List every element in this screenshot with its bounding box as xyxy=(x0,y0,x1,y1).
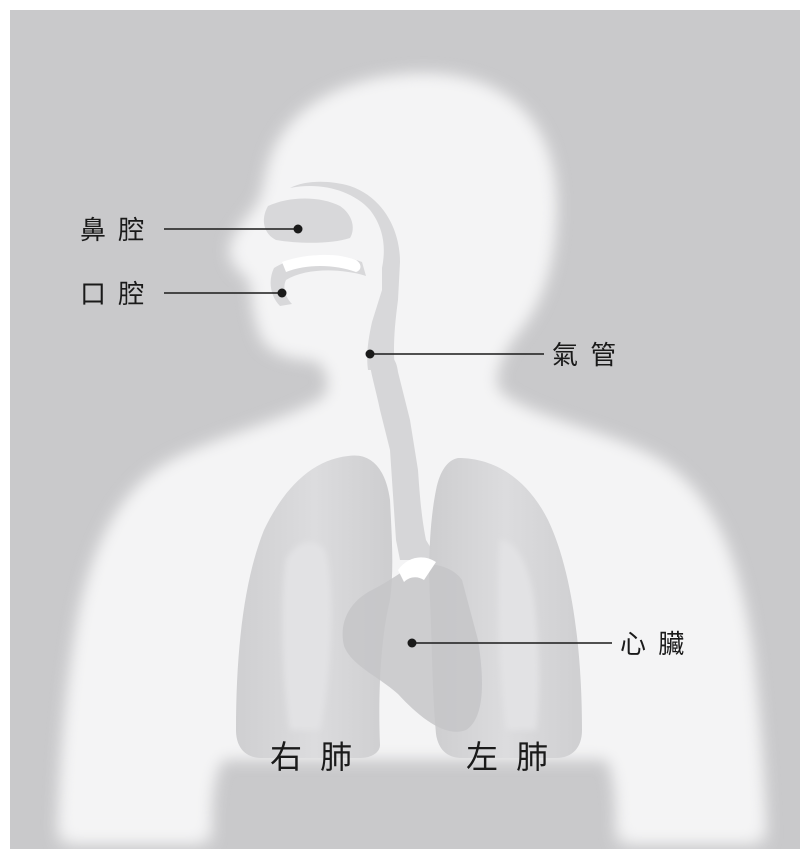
heart-dot xyxy=(408,639,417,648)
label-nasal-cavity: 鼻 腔 xyxy=(80,216,146,246)
oral-cavity-dot xyxy=(278,289,287,298)
label-oral-cavity: 口 腔 xyxy=(80,280,146,310)
trachea-dot xyxy=(366,350,375,359)
label-heart: 心 臟 xyxy=(620,630,686,660)
label-right-lung: 右 肺 xyxy=(270,738,356,776)
label-left-lung: 左 肺 xyxy=(466,738,552,776)
label-trachea: 氣 管 xyxy=(552,341,618,371)
nasal-cavity-dot xyxy=(294,225,303,234)
